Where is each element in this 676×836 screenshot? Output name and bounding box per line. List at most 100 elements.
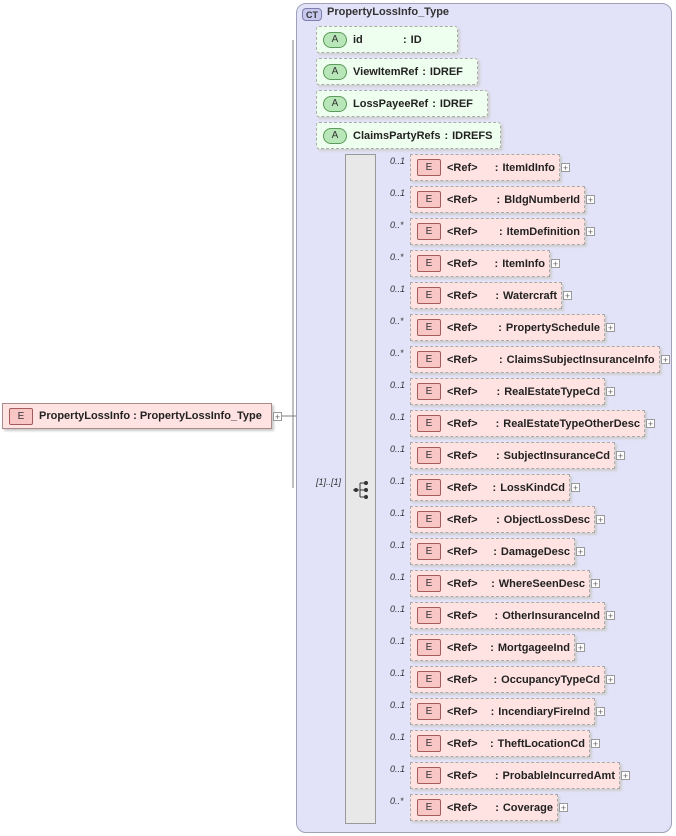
ref-tag: <Ref> (447, 225, 478, 238)
element-ref-occupancytypecd[interactable]: E<Ref>:OccupancyTypeCd (410, 666, 605, 693)
element-name: MortgageeInd (497, 641, 570, 654)
ref-tag: <Ref> (447, 577, 478, 590)
element-name: ItemInfo (502, 257, 545, 270)
expand-icon[interactable]: + (606, 675, 615, 685)
ref-separator: : (490, 641, 494, 654)
expand-icon[interactable]: + (576, 547, 585, 557)
element-ref-objectlossdesc[interactable]: E<Ref>:ObjectLossDesc (410, 506, 595, 533)
ref-tag: <Ref> (447, 737, 478, 750)
root-element-label: PropertyLossInfo : PropertyLossInfo_Type (39, 410, 262, 422)
element-ref-probableincurredamt[interactable]: E<Ref>:ProbableIncurredAmt (410, 762, 620, 789)
expand-icon[interactable]: + (621, 771, 630, 781)
element-multiplicity: 0..1 (390, 188, 406, 198)
expand-icon[interactable]: + (596, 707, 605, 717)
expand-icon[interactable]: + (606, 323, 615, 333)
element-badge: E (417, 223, 441, 240)
expand-icon[interactable]: + (576, 643, 585, 653)
element-ref-whereseendesc[interactable]: E<Ref>:WhereSeenDesc (410, 570, 590, 597)
element-ref-itemdefinition[interactable]: E<Ref>:ItemDefinition (410, 218, 585, 245)
attribute-viewitemref[interactable]: A ViewItemRef : IDREF (316, 58, 478, 85)
attribute-type: IDREF (439, 97, 473, 110)
element-badge: E (9, 407, 33, 425)
attribute-badge: A (323, 31, 347, 48)
element-ref-coverage[interactable]: E<Ref>:Coverage (410, 794, 558, 821)
expand-icon[interactable]: + (596, 515, 605, 525)
expand-icon[interactable]: + (606, 611, 615, 621)
element-badge: E (417, 511, 441, 528)
element-multiplicity: 0..1 (390, 604, 406, 614)
element-multiplicity: 0..* (390, 316, 404, 326)
expand-icon[interactable]: + (591, 739, 600, 749)
element-name: Watercraft (503, 289, 557, 302)
attribute-badge: A (323, 63, 347, 80)
expand-icon[interactable]: + (646, 419, 655, 429)
complex-type-title: PropertyLossInfo_Type (327, 6, 450, 18)
expand-icon[interactable]: + (586, 227, 595, 237)
expand-icon[interactable]: + (559, 803, 568, 813)
attribute-claimspartyrefs[interactable]: A ClaimsPartyRefs : IDREFS (316, 122, 501, 149)
element-ref-bldgnumberid[interactable]: E<Ref>:BldgNumberId (410, 186, 585, 213)
element-badge: E (417, 671, 441, 688)
element-multiplicity: 0..1 (390, 636, 406, 646)
ref-tag: <Ref> (447, 417, 478, 430)
element-multiplicity: 0..1 (390, 732, 406, 742)
element-ref-realestatetypeotherdesc[interactable]: E<Ref>:RealEstateTypeOtherDesc (410, 410, 645, 437)
element-name: ObjectLossDesc (503, 513, 590, 526)
expand-icon[interactable]: + (616, 451, 625, 461)
attribute-id[interactable]: A id : ID (316, 26, 458, 53)
element-ref-theftlocationcd[interactable]: E<Ref>:TheftLocationCd (410, 730, 590, 757)
ref-separator: : (496, 193, 501, 206)
expand-icon[interactable]: + (273, 412, 282, 422)
element-name: ProbableIncurredAmt (502, 769, 615, 782)
element-badge: E (417, 799, 441, 816)
element-name: DamageDesc (500, 545, 570, 558)
element-ref-watercraft[interactable]: E<Ref>:Watercraft (410, 282, 562, 309)
element-ref-incendiaryfireind[interactable]: E<Ref>:IncendiaryFireInd (410, 698, 595, 725)
element-name: LossKindCd (500, 481, 565, 494)
expand-icon[interactable]: + (591, 579, 600, 589)
element-badge: E (417, 447, 441, 464)
element-name: BldgNumberId (504, 193, 580, 206)
element-multiplicity: 0..* (390, 252, 404, 262)
element-name: RealEstateTypeOtherDesc (503, 417, 640, 430)
expand-icon[interactable]: + (563, 291, 572, 301)
element-badge: E (417, 255, 441, 272)
element-ref-mortgageeind[interactable]: E<Ref>:MortgageeInd (410, 634, 575, 661)
element-name: SubjectInsuranceCd (503, 449, 610, 462)
element-ref-propertyschedule[interactable]: E<Ref>:PropertySchedule (410, 314, 605, 341)
element-ref-otherinsuranceind[interactable]: E<Ref>:OtherInsuranceInd (410, 602, 605, 629)
expand-icon[interactable]: + (551, 259, 560, 269)
attribute-losspayeeref[interactable]: A LossPayeeRef : IDREF (316, 90, 488, 117)
element-name: OtherInsuranceInd (502, 609, 600, 622)
element-ref-realestatetypecd[interactable]: E<Ref>:RealEstateTypeCd (410, 378, 605, 405)
element-ref-claimssubjectinsuranceinfo[interactable]: E<Ref>:ClaimsSubjectInsuranceInfo (410, 346, 660, 373)
sequence-icon[interactable] (351, 480, 371, 500)
element-multiplicity: 0..1 (390, 700, 406, 710)
ref-separator: : (493, 673, 498, 686)
element-badge: E (417, 415, 441, 432)
element-ref-iteminfo[interactable]: E<Ref>:ItemInfo (410, 250, 550, 277)
expand-icon[interactable]: + (586, 195, 595, 205)
expand-icon[interactable]: + (661, 355, 670, 365)
expand-icon[interactable]: + (571, 483, 580, 493)
element-multiplicity: 0..1 (390, 380, 406, 390)
expand-icon[interactable]: + (606, 387, 615, 397)
ref-tag: <Ref> (447, 673, 478, 686)
ref-separator: : (495, 801, 499, 814)
element-name: ItemIdInfo (502, 161, 555, 174)
element-name: ClaimsSubjectInsuranceInfo (506, 353, 655, 366)
ref-tag: <Ref> (447, 801, 478, 814)
element-ref-losskindcd[interactable]: E<Ref>:LossKindCd (410, 474, 570, 501)
element-name: TheftLocationCd (497, 737, 585, 750)
element-ref-subjectinsurancecd[interactable]: E<Ref>:SubjectInsuranceCd (410, 442, 615, 469)
ref-tag: <Ref> (447, 193, 478, 206)
root-element[interactable]: E PropertyLossInfo : PropertyLossInfo_Ty… (2, 403, 272, 429)
ref-separator: : (493, 545, 497, 558)
element-ref-damagedesc[interactable]: E<Ref>:DamageDesc (410, 538, 575, 565)
element-multiplicity: 0..1 (390, 764, 406, 774)
ref-separator: : (498, 321, 502, 334)
element-multiplicity: 0..1 (390, 508, 406, 518)
element-ref-itemidinfo[interactable]: E<Ref>:ItemIdInfo (410, 154, 560, 181)
expand-icon[interactable]: + (561, 163, 570, 173)
element-multiplicity: 0..1 (390, 668, 406, 678)
